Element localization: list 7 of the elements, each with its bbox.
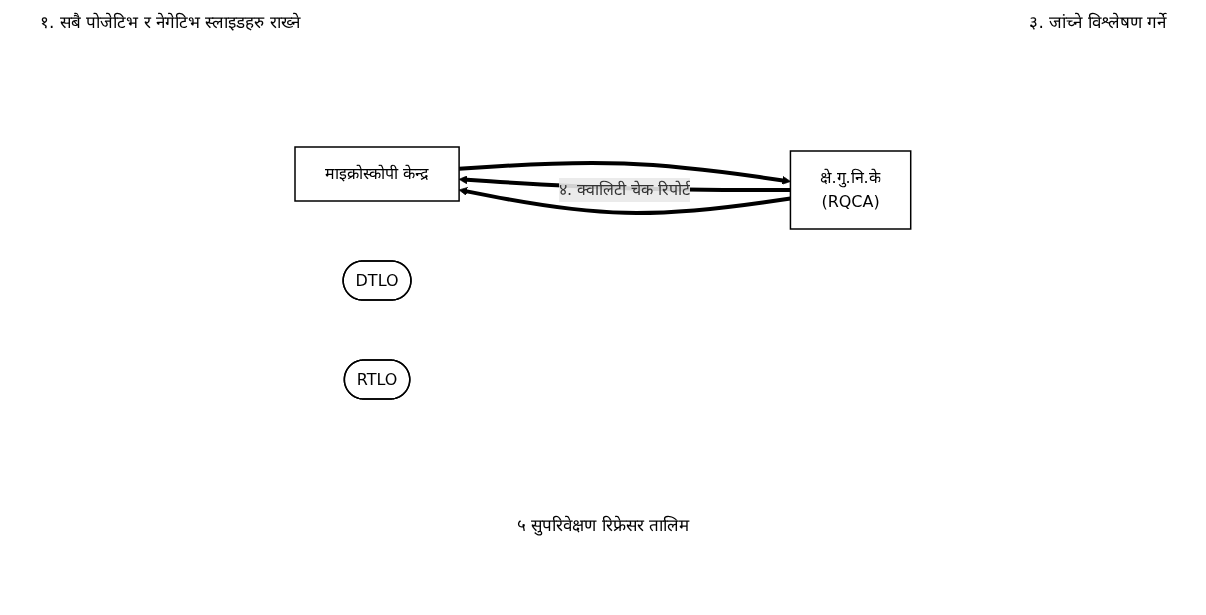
node-box: माइक्रोस्कोपी केन्द्र xyxy=(294,146,460,202)
step-note: १. सबै पोजेटिभ र नेगेटिभ स्लाइडहरु राख्ने xyxy=(40,11,300,33)
node-box: क्षे.गु.नि.के (RQCA) xyxy=(789,150,912,230)
arrow xyxy=(459,161,791,185)
step-note: ५ सुपरिवेक्षण रिफ्रेसर तालिम xyxy=(516,515,690,535)
step-note: ३. जांच्ने विश्लेषण गर्ने xyxy=(1029,11,1166,33)
edge-label: ४. क्वालिटी चेक रिपोर्ट xyxy=(559,180,691,199)
